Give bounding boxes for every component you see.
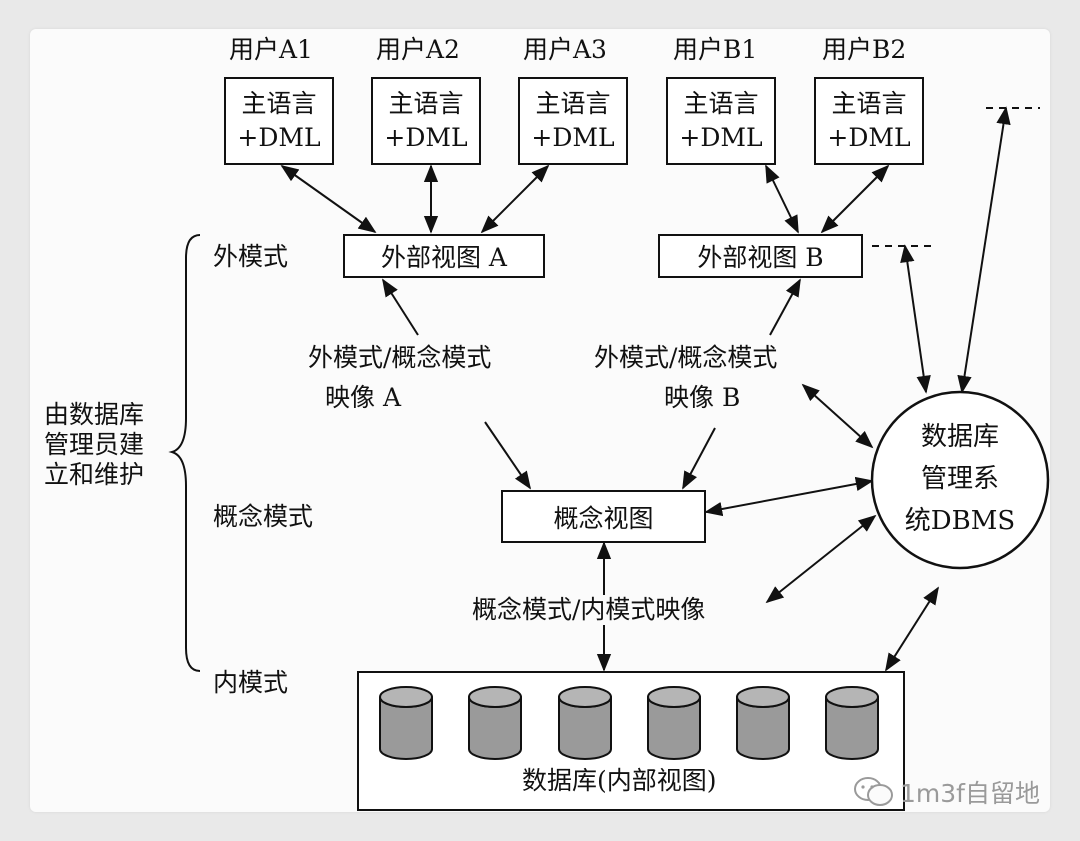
user-label-a1: 用户A1 bbox=[229, 35, 313, 64]
arrow-b1-view-b bbox=[765, 164, 799, 234]
dml-label: +DML bbox=[237, 123, 321, 152]
external-view-b: 外部视图 B bbox=[658, 234, 863, 278]
dml-label: +DML bbox=[531, 123, 615, 152]
user-label-b2: 用户B2 bbox=[822, 35, 907, 64]
level-brace bbox=[168, 234, 201, 672]
internal-mapping-label: 概念模式/内模式映像 bbox=[470, 595, 708, 625]
arrow-dbms-internal-mapping bbox=[765, 514, 877, 604]
maintainer-line: 管理员建 bbox=[44, 430, 145, 459]
watermark-text: 1m3f自留地 bbox=[900, 779, 1040, 808]
maintainer-line: 立和维护 bbox=[44, 460, 145, 489]
database-box bbox=[357, 671, 905, 811]
disk-cylinder-icon bbox=[647, 686, 701, 760]
conceptual-level-label: 概念模式 bbox=[213, 502, 314, 531]
mapping-b-line2: 映像 B bbox=[664, 383, 741, 412]
user-box-b1: 主语言 +DML bbox=[666, 77, 776, 165]
mapping-a-line1: 外模式/概念模式 bbox=[308, 343, 492, 372]
user-box-a1: 主语言 +DML bbox=[224, 77, 334, 165]
host-language-label: 主语言 bbox=[241, 89, 317, 118]
host-language-label: 主语言 bbox=[535, 89, 611, 118]
chat-bubble-icon bbox=[854, 777, 893, 806]
dbms-line: 统DBMS bbox=[904, 506, 1016, 536]
internal-level-label: 内模式 bbox=[213, 668, 289, 697]
arrow-dbms-database bbox=[885, 586, 939, 672]
dbms-line: 数据库 bbox=[920, 422, 999, 452]
arrow-mapping-b-up bbox=[769, 278, 801, 336]
external-view-a: 外部视图 A bbox=[343, 234, 545, 278]
database-caption: 数据库(内部视图) bbox=[522, 766, 717, 795]
arrow-dbms-user-level bbox=[957, 106, 1011, 394]
dml-label: +DML bbox=[827, 123, 911, 152]
host-language-label: 主语言 bbox=[683, 89, 759, 118]
host-language-label: 主语言 bbox=[831, 89, 907, 118]
user-label-a3: 用户A3 bbox=[523, 35, 607, 64]
dml-label: +DML bbox=[384, 123, 468, 152]
mapping-b-line1: 外模式/概念模式 bbox=[594, 343, 778, 372]
user-label-b1: 用户B1 bbox=[673, 35, 758, 64]
host-language-label: 主语言 bbox=[388, 89, 464, 118]
disk-cylinder-icon bbox=[736, 686, 790, 760]
arrow-mapping-a-down bbox=[484, 421, 532, 490]
maintainer-line: 由数据库 bbox=[44, 400, 145, 429]
user-box-b2: 主语言 +DML bbox=[814, 77, 924, 165]
arrow-dbms-mapping-b bbox=[801, 383, 874, 449]
arrow-a3-view-a bbox=[480, 164, 550, 234]
external-level-label: 外模式 bbox=[213, 242, 289, 271]
maintainer-note: 由数据库 管理员建 立和维护 bbox=[44, 400, 144, 490]
arrow-b2-view-b bbox=[820, 164, 890, 234]
arrow-dbms-view-b bbox=[900, 244, 931, 394]
watermark: 1m3f自留地 bbox=[852, 774, 1040, 810]
disk-cylinder-icon bbox=[825, 686, 879, 760]
conceptual-view: 概念视图 bbox=[501, 490, 706, 543]
user-label-a2: 用户A2 bbox=[376, 35, 460, 64]
arrow-mapping-a-up bbox=[382, 278, 419, 336]
arrow-a1-view-a bbox=[280, 164, 377, 234]
dbms-label: 数据库 管理系 统DBMS bbox=[884, 416, 1036, 542]
user-box-a2: 主语言 +DML bbox=[371, 77, 481, 165]
dbms-circle bbox=[870, 390, 1050, 570]
disk-cylinder-icon bbox=[468, 686, 522, 760]
arrow-mapping-b-down bbox=[682, 427, 716, 490]
user-box-a3: 主语言 +DML bbox=[518, 77, 628, 165]
dml-label: +DML bbox=[679, 123, 763, 152]
disk-cylinder-icon bbox=[558, 686, 612, 760]
dbms-line: 管理系 bbox=[920, 464, 999, 494]
arrow-dbms-conceptual bbox=[704, 476, 874, 517]
disk-cylinder-icon bbox=[379, 686, 433, 760]
mapping-a-line2: 映像 A bbox=[325, 383, 402, 412]
